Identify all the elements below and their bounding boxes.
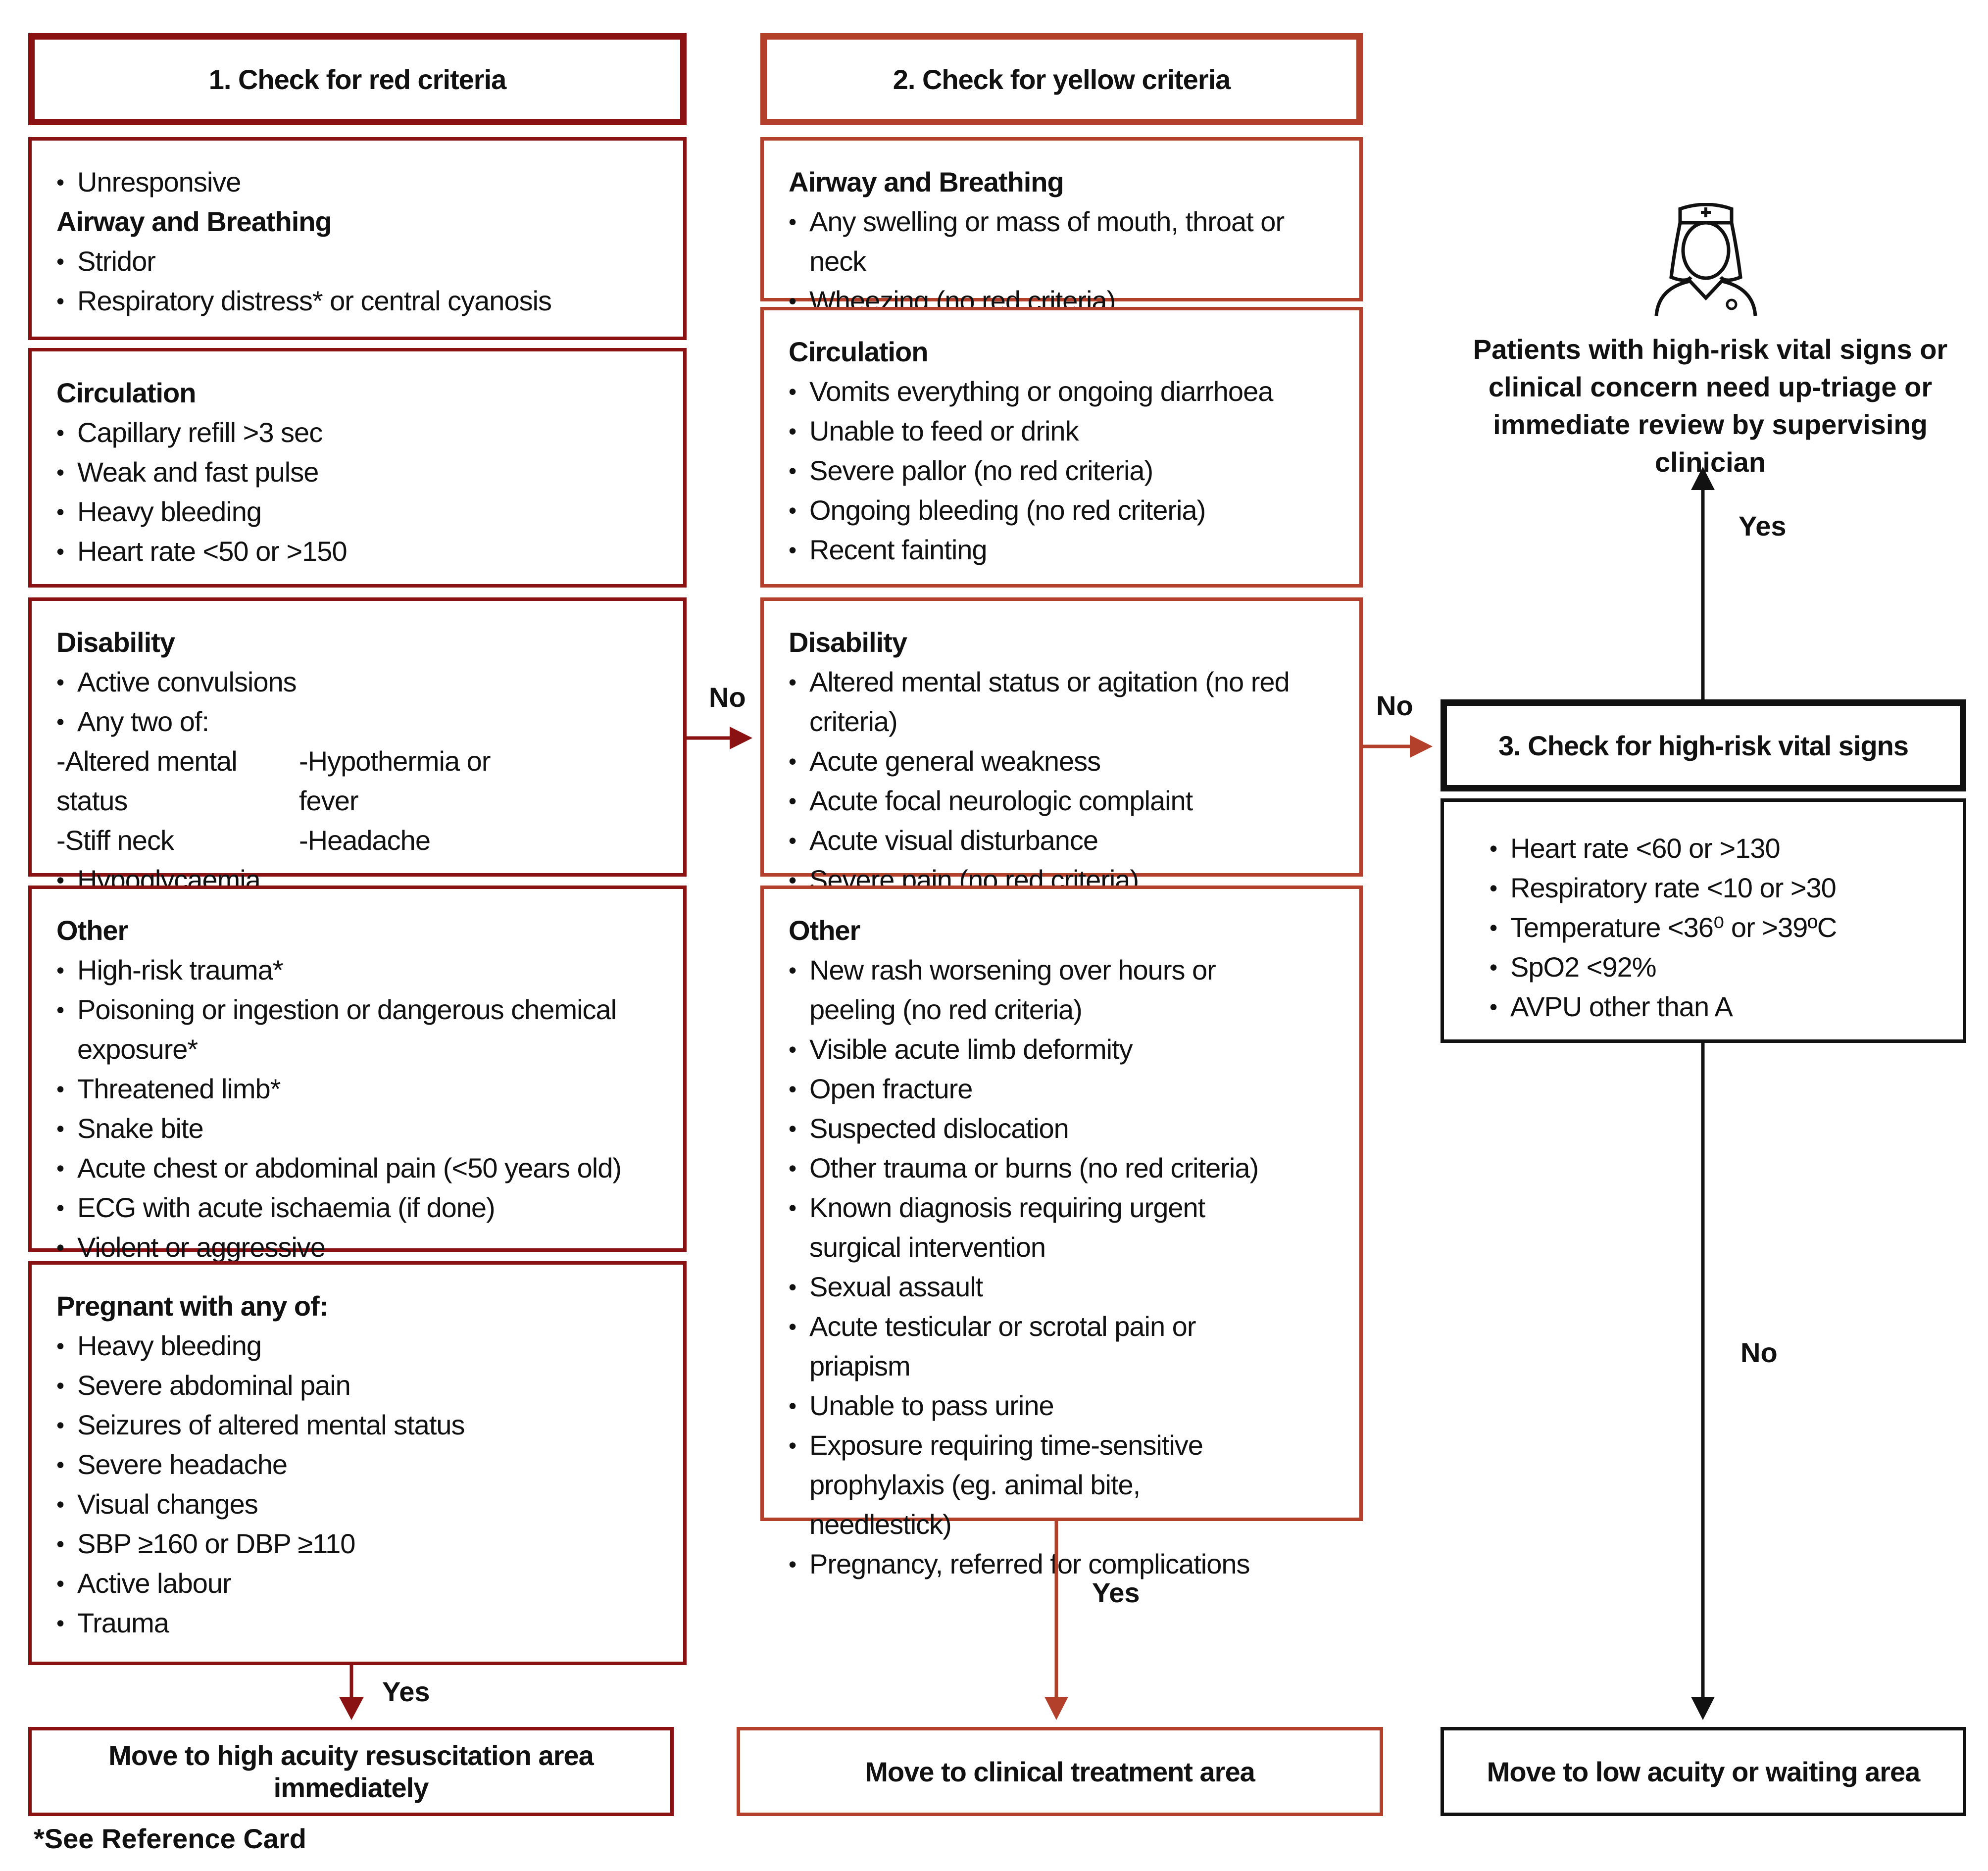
list-item: Respiratory distress* or central cyanosi… bbox=[56, 281, 658, 321]
list-item: Capillary refill >3 sec bbox=[56, 413, 658, 452]
list-item: Pregnancy, referred for complications bbox=[789, 1544, 1284, 1584]
list-item: Heavy bleeding bbox=[56, 1326, 658, 1366]
red-box-disability: Disability Active convulsionsAny two of:… bbox=[28, 597, 687, 900]
list-item: Acute visual disturbance bbox=[789, 821, 1335, 860]
list-item: Unresponsive bbox=[56, 162, 658, 202]
list-item: Acute focal neurologic complaint bbox=[789, 781, 1335, 821]
list-item: Unable to feed or drink bbox=[789, 411, 1335, 451]
red-outcome-box: Move to high acuity resuscitation area i… bbox=[28, 1727, 674, 1816]
list-item: Severe pallor (no red criteria) bbox=[789, 451, 1335, 491]
red-box-circulation: Circulation Capillary refill >3 secWeak … bbox=[28, 348, 687, 588]
list-item: Seizures of altered mental status bbox=[56, 1405, 658, 1445]
red-yes-label: Yes bbox=[382, 1676, 430, 1707]
yellow-box-other: Other New rash worsening over hours or p… bbox=[760, 886, 1363, 1584]
list-item: ECG with acute ischaemia (if done) bbox=[56, 1188, 658, 1228]
yellow-no-arrowhead bbox=[1410, 735, 1433, 758]
list-item: Heart rate <50 or >150 bbox=[56, 532, 658, 571]
list-item: Sexual assault bbox=[789, 1267, 1284, 1307]
vitals-no-label: No bbox=[1740, 1337, 1778, 1368]
list-item: Weak and fast pulse bbox=[56, 452, 658, 492]
list-item: Recent fainting bbox=[789, 530, 1335, 570]
list-item: AVPU other than A bbox=[1490, 987, 1938, 1027]
list-item: Active labour bbox=[56, 1564, 658, 1603]
red-no-label: No bbox=[709, 682, 746, 713]
yellow-disability-heading: Disability bbox=[789, 627, 907, 658]
red-box-pregnant: Pregnant with any of: Heavy bleedingSeve… bbox=[28, 1261, 687, 1665]
list-item: Temperature <36⁰ or >39ºC bbox=[1490, 908, 1938, 947]
yellow-no-label: No bbox=[1376, 690, 1413, 721]
list-item: Acute chest or abdominal pain (<50 years… bbox=[56, 1148, 658, 1188]
vitals-yes-label: Yes bbox=[1739, 510, 1787, 542]
sub-item: -Hypothermia or fever bbox=[299, 745, 491, 816]
list-item: Visible acute limb deformity bbox=[789, 1030, 1284, 1069]
red-disability-heading: Disability bbox=[56, 627, 175, 658]
uptriage-text: Patients with high-risk vital signs or c… bbox=[1473, 334, 1948, 478]
yellow-box-airway: Airway and Breathing Any swelling or mas… bbox=[760, 137, 1363, 321]
list-item: Visual changes bbox=[56, 1484, 658, 1524]
yellow-box-disability: Disability Altered mental status or agit… bbox=[760, 597, 1363, 900]
list-item: SpO2 <92% bbox=[1490, 947, 1938, 987]
list-item: Active convulsions bbox=[56, 662, 658, 702]
sub-item: -Altered mental status bbox=[56, 745, 238, 816]
list-item: Heavy bleeding bbox=[56, 492, 658, 532]
footnote: *See Reference Card bbox=[34, 1823, 306, 1854]
list-item: SBP ≥160 or DBP ≥110 bbox=[56, 1524, 658, 1564]
list-item: Known diagnosis requiring urgent surgica… bbox=[789, 1188, 1284, 1267]
list-item: Heart rate <60 or >130 bbox=[1490, 829, 1938, 868]
list-item: Severe headache bbox=[56, 1445, 658, 1484]
vitals-criteria-header: 3. Check for high-risk vital signs bbox=[1441, 699, 1966, 791]
red-box-other: Other High-risk trauma*Poisoning or inge… bbox=[28, 886, 687, 1267]
yellow-circulation-heading: Circulation bbox=[789, 336, 928, 367]
yellow-criteria-header: 2. Check for yellow criteria bbox=[760, 33, 1363, 125]
red-circulation-heading: Circulation bbox=[56, 377, 196, 408]
vitals-outcome-box: Move to low acuity or waiting area bbox=[1441, 1727, 1966, 1816]
red-airway-heading: Airway and Breathing bbox=[56, 206, 332, 237]
yellow-yes-label: Yes bbox=[1092, 1577, 1140, 1608]
yellow-airway-heading: Airway and Breathing bbox=[789, 166, 1064, 197]
red-no-arrowhead bbox=[730, 727, 752, 749]
list-item: Open fracture bbox=[789, 1069, 1284, 1109]
red-pregnant-heading: Pregnant with any of: bbox=[56, 1290, 328, 1322]
list-item: Acute general weakness bbox=[789, 741, 1335, 781]
list-item: Suspected dislocation bbox=[789, 1109, 1284, 1148]
list-item: Other trauma or burns (no red criteria) bbox=[789, 1148, 1284, 1188]
list-item: Any two of: bbox=[56, 702, 658, 741]
list-item: High-risk trauma* bbox=[56, 950, 658, 990]
list-item: Vomits everything or ongoing diarrhoea bbox=[789, 372, 1335, 411]
list-item: Violent or aggressive bbox=[56, 1228, 658, 1267]
list-item: Snake bite bbox=[56, 1109, 658, 1148]
list-item: Acute testicular or scrotal pain or pria… bbox=[789, 1307, 1284, 1386]
list-item: Severe abdominal pain bbox=[56, 1366, 658, 1405]
red-yes-arrowhead bbox=[339, 1697, 364, 1720]
vitals-box: Heart rate <60 or >130Respiratory rate <… bbox=[1441, 798, 1966, 1043]
red-other-heading: Other bbox=[56, 915, 128, 946]
list-item: Stridor bbox=[56, 242, 658, 281]
list-item: New rash worsening over hours or peeling… bbox=[789, 950, 1284, 1030]
list-item: Exposure requiring time-sensitive prophy… bbox=[789, 1426, 1284, 1544]
yellow-other-heading: Other bbox=[789, 915, 860, 946]
list-item: Poisoning or ingestion or dangerous chem… bbox=[56, 990, 658, 1069]
yellow-yes-arrowhead bbox=[1044, 1697, 1068, 1720]
sub-item: -Stiff neck bbox=[56, 825, 174, 856]
list-item: Any swelling or mass of mouth, throat or… bbox=[789, 202, 1335, 281]
red-criteria-header: 1. Check for red criteria bbox=[28, 33, 687, 125]
list-item: Trauma bbox=[56, 1603, 658, 1643]
list-item: Unable to pass urine bbox=[789, 1386, 1284, 1426]
list-item: Threatened limb* bbox=[56, 1069, 658, 1109]
yellow-box-circulation: Circulation Vomits everything or ongoing… bbox=[760, 307, 1363, 588]
sub-item: -Headache bbox=[299, 825, 431, 856]
nurse-icon bbox=[1651, 202, 1760, 317]
list-item: Ongoing bleeding (no red criteria) bbox=[789, 491, 1335, 530]
vitals-no-arrowhead bbox=[1691, 1697, 1715, 1720]
red-box-airway: Unresponsive Airway and Breathing Strido… bbox=[28, 137, 687, 340]
red-disability-subitems: -Altered mental status -Hypothermia or f… bbox=[56, 741, 658, 860]
list-item: Altered mental status or agitation (no r… bbox=[789, 662, 1335, 741]
yellow-outcome-box: Move to clinical treatment area bbox=[737, 1727, 1383, 1816]
list-item: Respiratory rate <10 or >30 bbox=[1490, 868, 1938, 908]
